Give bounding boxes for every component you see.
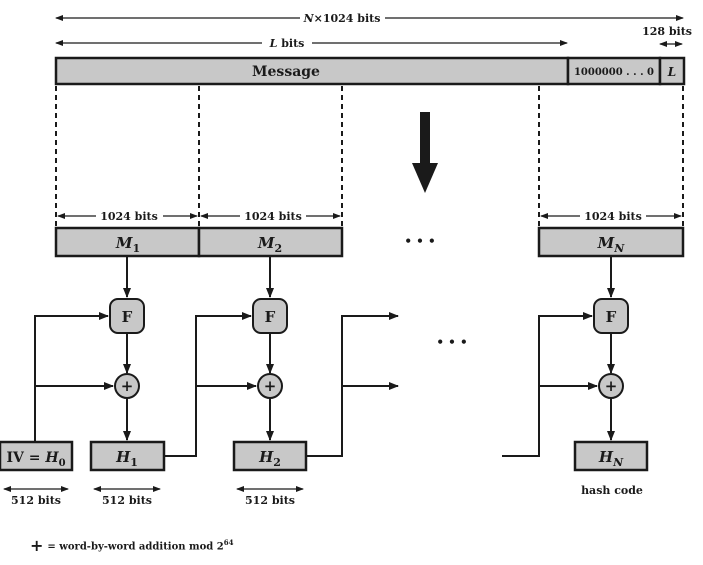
blocks-ellipsis: • • • xyxy=(404,234,435,248)
block-size-label-1: 1024 bits xyxy=(100,210,158,223)
state-size-label-0: 512 bits xyxy=(11,494,61,507)
adder-label-1: + xyxy=(121,377,134,395)
legend: + = word-by-word addition mod 264 xyxy=(30,536,233,555)
stage-1: F + xyxy=(34,256,145,442)
total-length-label: N×1024 bits xyxy=(303,12,381,25)
stage-2-output-feed: • • • xyxy=(306,312,468,457)
padding-label: 1000000 . . . 0 xyxy=(574,67,654,78)
block-size-label-2: 1024 bits xyxy=(244,210,302,223)
h2-label: H2 xyxy=(258,448,281,469)
block-m2 xyxy=(197,226,344,258)
hn-box xyxy=(573,440,649,472)
adder-label-2: + xyxy=(264,377,277,395)
message-length-label: L bits xyxy=(269,37,305,50)
length-label: L xyxy=(667,65,676,79)
block-m1-label: M1 xyxy=(115,234,140,255)
legend-text: = word-by-word addition mod 264 xyxy=(47,538,234,553)
stage-n: F + xyxy=(502,256,629,457)
hash-code-label: hash code xyxy=(581,484,643,497)
stages-ellipsis: • • • xyxy=(436,335,467,349)
h1-label: H1 xyxy=(115,448,138,469)
state-size-dimensions: 512 bits 512 bits 512 bits hash code xyxy=(3,484,643,507)
length-field xyxy=(658,56,686,86)
message-label: Message xyxy=(252,64,320,80)
iv-box xyxy=(0,440,74,472)
function-label-n: F xyxy=(606,308,617,326)
block-mn xyxy=(537,226,685,258)
h2-box xyxy=(232,440,308,472)
iv-label: IV = H0 xyxy=(6,450,65,469)
split-direction-arrow xyxy=(412,112,438,193)
hash-values: IV = H0 H1 H2 HN xyxy=(0,440,649,472)
block-division-lines xyxy=(55,86,684,227)
stage-2: F + xyxy=(164,256,288,457)
block-mn-label: MN xyxy=(597,234,626,255)
hn-label: HN xyxy=(598,448,624,469)
message-blocks: M1 M2 MN • • • xyxy=(54,226,685,258)
function-label-2: F xyxy=(265,308,276,326)
state-size-label-1: 512 bits xyxy=(102,494,152,507)
legend-adder-symbol: + xyxy=(30,536,44,555)
padded-message-bar: Message 1000000 . . . 0 L xyxy=(54,56,686,86)
total-length-dimension: N×1024 bits xyxy=(55,12,684,25)
function-label-1: F xyxy=(122,308,133,326)
state-size-label-2: 512 bits xyxy=(245,494,295,507)
block-m2-label: M2 xyxy=(257,234,282,255)
block-size-dimensions: 1024 bits 1024 bits 1024 bits xyxy=(57,210,682,223)
h1-box xyxy=(89,440,166,472)
adder-label-n: + xyxy=(605,377,618,395)
message-length-dimension: L bits xyxy=(55,37,568,50)
block-size-label-n: 1024 bits xyxy=(584,210,642,223)
length-field-size-label: 128 bits xyxy=(642,25,692,38)
block-m1 xyxy=(54,226,201,258)
length-field-dimension: 128 bits xyxy=(642,25,692,47)
